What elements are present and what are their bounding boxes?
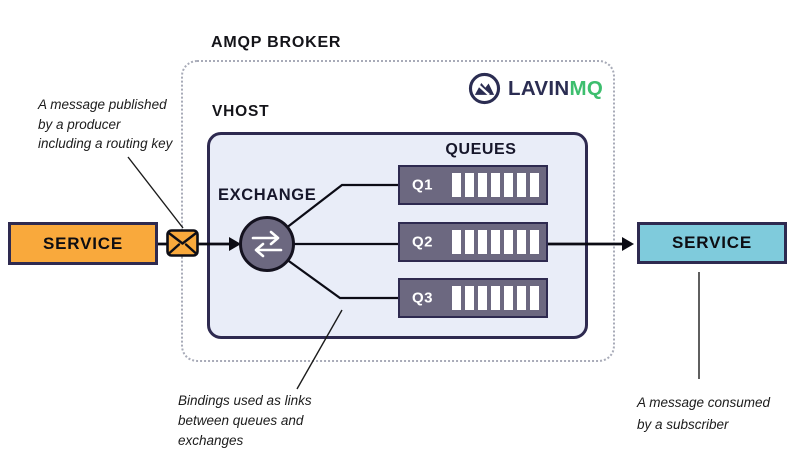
producer-note-line [127, 156, 184, 229]
message-envelope-icon [166, 229, 199, 257]
lavinmq-logo-text: LAVINMQ [508, 72, 603, 105]
service-consumer-label: SERVICE [672, 233, 752, 252]
consumer-annotation: A message consumed by a subscriber [637, 392, 770, 436]
producer-annotation-line3: including a routing key [38, 136, 173, 151]
service-consumer: SERVICE [637, 222, 787, 264]
consumer-annotation-line1: A message consumed [637, 395, 771, 410]
lavinmq-logo: LAVINMQ [468, 72, 603, 105]
service-producer-label: SERVICE [43, 233, 123, 253]
queue-messages-icon [452, 172, 541, 197]
bindings-annotation-line1: Bindings used as links [178, 393, 312, 408]
queues-label: QUEUES [445, 141, 517, 158]
producer-annotation: A message published by a producer includ… [38, 95, 172, 154]
bindings-annotation: Bindings used as links between queues an… [178, 391, 312, 451]
queue-messages-icon [452, 285, 541, 310]
consumer-annotation-line2: by a subscriber [637, 417, 729, 432]
queue-q2-label: Q2 [412, 233, 434, 251]
exchange-label: EXCHANGE [218, 186, 317, 204]
queue-q2: Q2 [398, 222, 548, 262]
exchange-arrows-icon [251, 230, 283, 258]
service-producer: SERVICE [8, 222, 158, 265]
vhost-label: VHOST [212, 103, 270, 120]
producer-annotation-line1: A message published [38, 97, 167, 112]
queue-q3: Q3 [398, 278, 548, 318]
bindings-annotation-line2: between queues and [178, 413, 304, 428]
queue-messages-icon [452, 229, 541, 254]
queue-q1: Q1 [398, 165, 548, 205]
logo-text-mq: MQ [569, 77, 604, 100]
queue-q3-label: Q3 [412, 289, 434, 307]
bindings-annotation-line3: exchanges [178, 433, 244, 448]
lavinmq-mountain-icon [468, 72, 501, 105]
amqp-broker-title: AMQP BROKER [211, 34, 342, 51]
logo-text-lavin: LAVIN [508, 77, 570, 100]
exchange-node [239, 216, 295, 272]
producer-annotation-line2: by a producer [38, 116, 121, 132]
queue-q1-label: Q1 [412, 176, 434, 194]
